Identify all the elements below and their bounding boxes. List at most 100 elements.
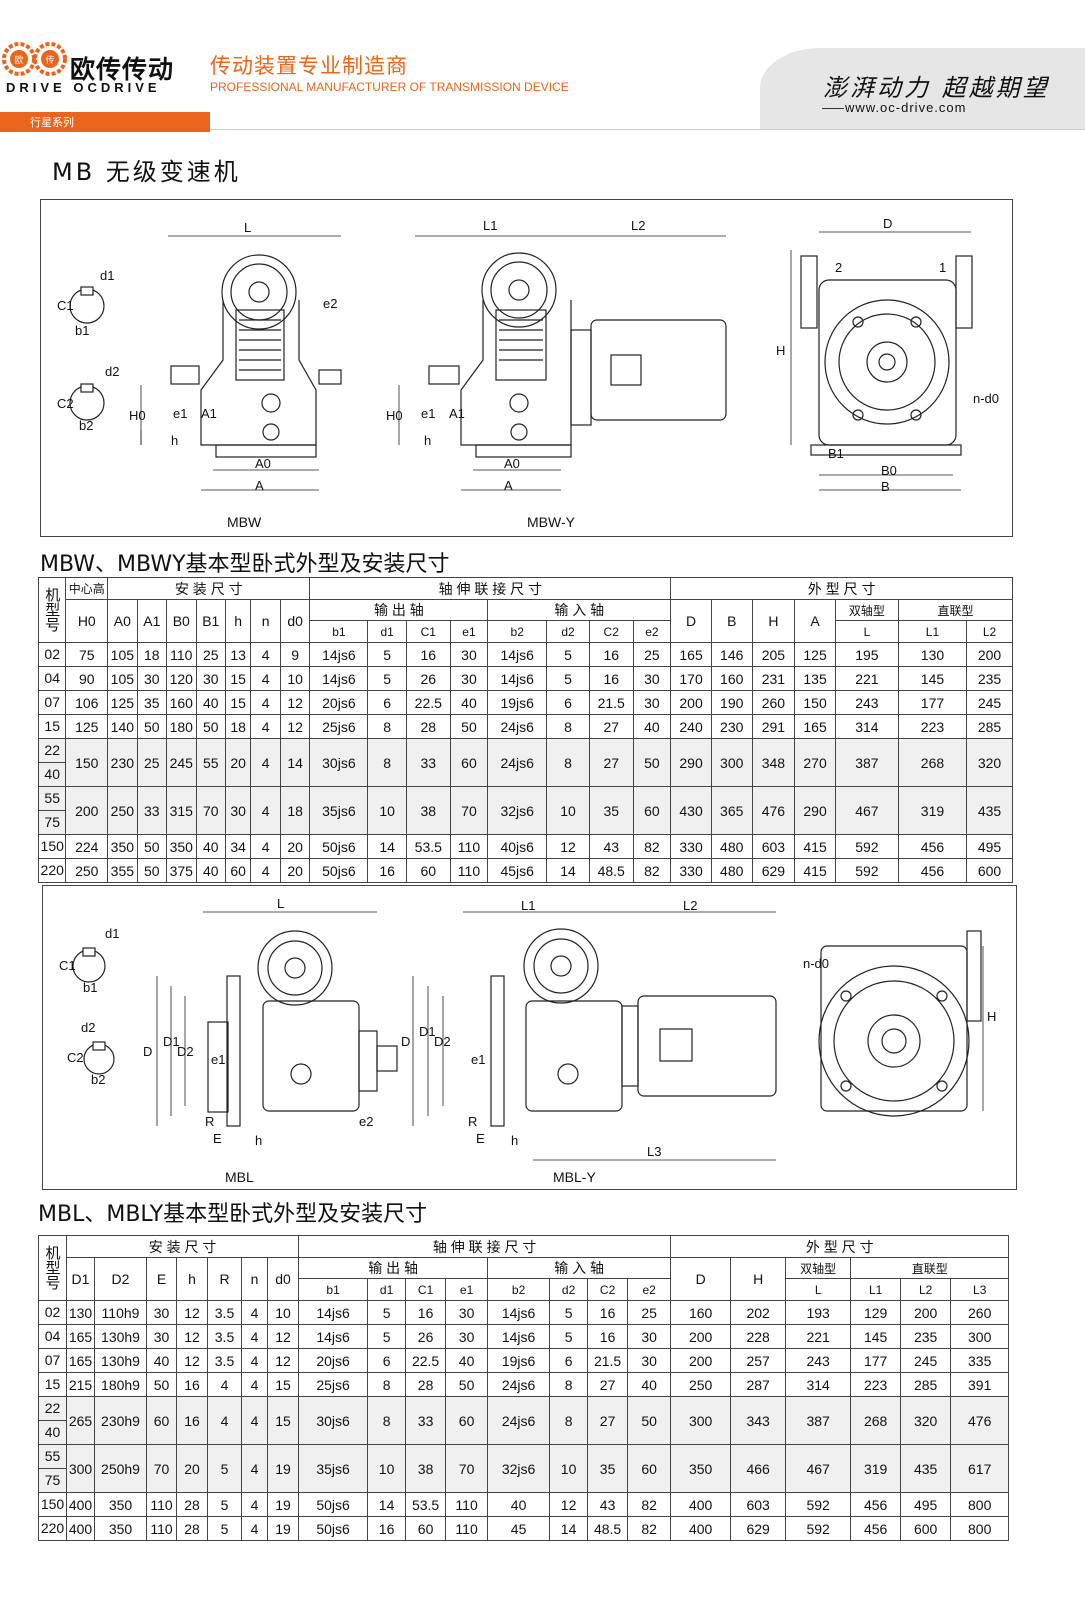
table-cell: 5 bbox=[546, 666, 590, 691]
svg-text:传: 传 bbox=[45, 54, 54, 66]
table-cell: 33 bbox=[405, 738, 451, 787]
table-cell: 16 bbox=[588, 642, 634, 667]
model-value: 22 bbox=[39, 740, 65, 763]
table-cell: 8 bbox=[546, 714, 590, 739]
table-cell: 19 bbox=[266, 1516, 300, 1541]
table-cell: 50 bbox=[136, 858, 168, 883]
table-cell: 14js6 bbox=[487, 1300, 551, 1325]
t2-col-n: n bbox=[241, 1257, 268, 1301]
table-cell: 245 bbox=[166, 738, 197, 787]
dim-l1: L1 bbox=[483, 218, 497, 233]
table-cell: 165 bbox=[670, 642, 712, 667]
table2: 机型号 安 装 尺 寸 轴 伸 联 接 尺 寸 外 型 尺 寸 D1 D2 E … bbox=[38, 1235, 1010, 1541]
table-cell: 456 bbox=[897, 834, 968, 859]
table-cell: 456 bbox=[897, 858, 968, 883]
table-cell: 48.5 bbox=[587, 1516, 629, 1541]
t2-install-head: 安 装 尺 寸 bbox=[65, 1235, 300, 1258]
table-cell: 5 bbox=[546, 642, 590, 667]
model-cell: 02 bbox=[38, 1300, 67, 1325]
table-cell: 4 bbox=[250, 690, 281, 715]
table-cell: 343 bbox=[730, 1396, 787, 1445]
t1-col-b1: B1 bbox=[195, 599, 226, 643]
model-value: 220 bbox=[40, 862, 64, 878]
table-cell: 300 bbox=[950, 1324, 1010, 1349]
table-cell: 250 bbox=[65, 858, 109, 883]
table-cell: 600 bbox=[900, 1516, 952, 1541]
model-cell: 220 bbox=[38, 1516, 67, 1541]
table-cell: 35 bbox=[587, 1444, 629, 1493]
table-cell: 25 bbox=[136, 738, 168, 787]
table-cell: 45 bbox=[487, 1516, 551, 1541]
t1-col-b0: B0 bbox=[166, 599, 197, 643]
table-cell: 4 bbox=[241, 1300, 268, 1325]
table-cell: 16 bbox=[176, 1372, 208, 1397]
table-cell: 350 bbox=[94, 1516, 147, 1541]
table-cell: 125 bbox=[107, 690, 138, 715]
model-value: 22 bbox=[39, 1398, 66, 1421]
t2-direct-head: 直联型 bbox=[850, 1257, 1010, 1279]
table-cell: 40 bbox=[445, 1348, 489, 1373]
table-cell: 8 bbox=[546, 738, 590, 787]
table-cell: 125 bbox=[794, 642, 836, 667]
t2-col-hh: H bbox=[730, 1257, 787, 1301]
table-cell: 14js6 bbox=[309, 642, 369, 667]
mbw-body-icon bbox=[170, 254, 342, 458]
table-cell: 40 bbox=[487, 1492, 551, 1517]
t1-col-d1s: d1 bbox=[367, 620, 407, 643]
table-cell: 10 bbox=[546, 786, 590, 835]
table-cell: 27 bbox=[588, 714, 634, 739]
dim2-l2: L2 bbox=[683, 898, 697, 913]
table-cell: 4 bbox=[241, 1492, 268, 1517]
t2-output-head: 输 出 轴 bbox=[298, 1257, 489, 1279]
t1-col-a0: A0 bbox=[107, 599, 138, 643]
table-cell: 5 bbox=[367, 666, 407, 691]
table-cell: 38 bbox=[405, 786, 451, 835]
table-cell: 12 bbox=[176, 1324, 208, 1349]
table-cell: 110 bbox=[445, 1492, 489, 1517]
table-cell: 30 bbox=[224, 786, 252, 835]
label-mbw-y: MBW-Y bbox=[527, 514, 576, 530]
table-cell: 165 bbox=[794, 714, 836, 739]
table-cell: 30 bbox=[632, 690, 672, 715]
model-value: 150 bbox=[40, 838, 64, 854]
table-cell: 14 bbox=[367, 1492, 407, 1517]
table-cell: 19 bbox=[266, 1444, 300, 1493]
website-link[interactable]: www.oc-drive.com bbox=[845, 100, 967, 115]
table-cell: 257 bbox=[730, 1348, 787, 1373]
table-cell: 391 bbox=[950, 1372, 1010, 1397]
t2-col-l1: L1 bbox=[850, 1278, 902, 1301]
table-cell: 50js6 bbox=[309, 858, 369, 883]
table-cell: 260 bbox=[950, 1300, 1010, 1325]
table-cell: 14js6 bbox=[298, 1324, 369, 1349]
table-cell: 5 bbox=[367, 1324, 407, 1349]
table-cell: 82 bbox=[627, 1492, 672, 1517]
dim2-d1: d1 bbox=[105, 926, 119, 941]
table-cell: 20js6 bbox=[298, 1348, 369, 1373]
header-divider bbox=[210, 129, 1085, 130]
t1-outline-head: 外 型 尺 寸 bbox=[670, 577, 1013, 600]
mbw-y-body-icon bbox=[428, 252, 727, 458]
dim2-l1: L1 bbox=[521, 898, 535, 913]
table-cell: 145 bbox=[850, 1324, 902, 1349]
table-cell: 287 bbox=[730, 1372, 787, 1397]
table-cell: 60 bbox=[445, 1396, 489, 1445]
table-cell: 160 bbox=[166, 690, 197, 715]
t2-col-d2: D2 bbox=[94, 1257, 147, 1301]
table-cell: 265 bbox=[66, 1396, 95, 1445]
table-cell: 466 bbox=[730, 1444, 787, 1493]
table-cell: 32js6 bbox=[487, 786, 548, 835]
table-cell: 319 bbox=[897, 786, 968, 835]
table-cell: 30js6 bbox=[309, 738, 369, 787]
table-cell: 50 bbox=[632, 738, 672, 787]
model-value: 02 bbox=[44, 1304, 61, 1320]
table-cell: 476 bbox=[950, 1396, 1010, 1445]
table-cell: 110 bbox=[146, 1492, 177, 1517]
table-cell: 12 bbox=[176, 1348, 208, 1373]
table-cell: 30 bbox=[146, 1324, 177, 1349]
dim2-h-side: H bbox=[987, 1009, 996, 1024]
dim2-l3: L3 bbox=[647, 1144, 661, 1159]
table-cell: 105 bbox=[107, 642, 138, 667]
